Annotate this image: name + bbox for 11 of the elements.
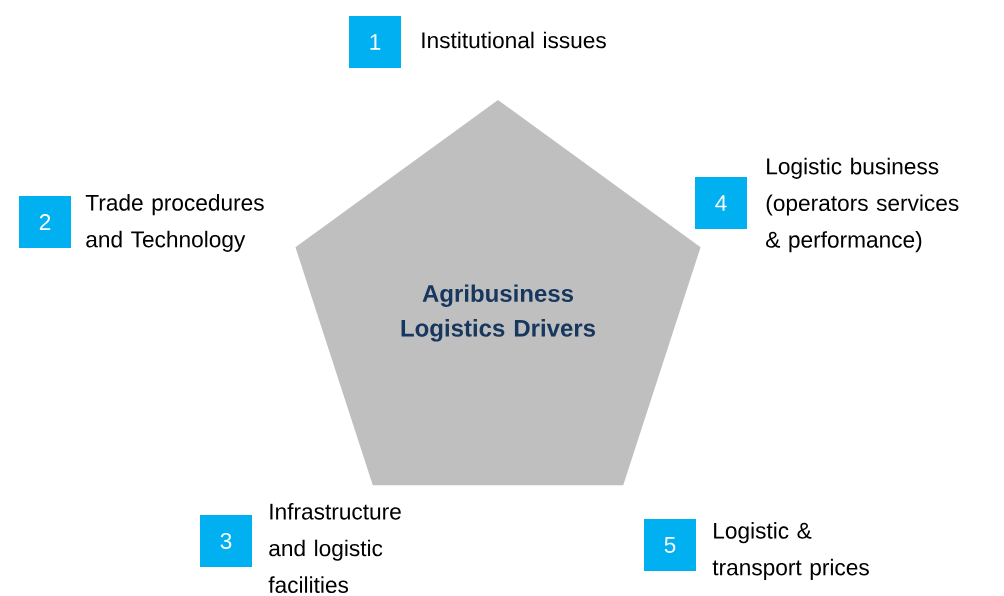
item-label: Institutional issues — [422, 31, 606, 49]
item-label: Trade procedures and Technology — [85, 194, 264, 252]
item-label: Logistic business (operators services & performance) — [766, 157, 959, 253]
number-square: 5 — [644, 519, 696, 571]
number-square: 2 — [19, 196, 71, 248]
item-label: Logistic & transport prices — [712, 522, 869, 580]
number-square: 1 — [349, 16, 401, 68]
pentagon: Agribusiness Logistics Drivers — [295, 100, 701, 486]
number-square: 3 — [200, 515, 252, 567]
item-label: Infrastructure and logistic facilities — [268, 503, 401, 593]
number-square: 4 — [695, 177, 747, 229]
